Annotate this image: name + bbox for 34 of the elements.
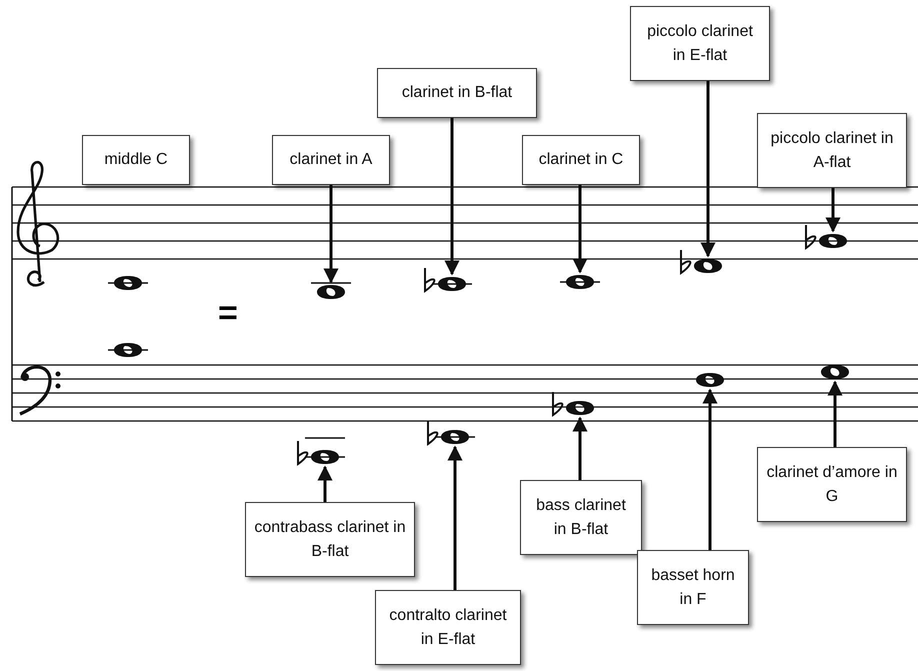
whole-note	[113, 275, 143, 291]
label-box: clarinet d’amore in G	[757, 447, 907, 522]
label-box: piccolo clarinet in E-flat	[630, 6, 770, 81]
whole-note	[693, 258, 723, 274]
whole-note	[565, 274, 595, 290]
arrow	[324, 185, 338, 284]
whole-note	[820, 364, 850, 380]
whole-note	[695, 372, 725, 388]
whole-note	[316, 284, 346, 300]
label-box: bass clarinet in B-flat	[520, 480, 642, 555]
whole-note	[310, 449, 340, 465]
arrow	[444, 118, 460, 276]
arrow	[448, 446, 462, 590]
label-box: clarinet in B-flat	[377, 68, 537, 118]
arrow	[572, 185, 588, 274]
label-box: clarinet in A	[272, 135, 390, 185]
whole-note	[437, 276, 467, 292]
label-box: contrabass clarinet in B-flat	[245, 502, 415, 577]
whole-note	[818, 233, 848, 249]
whole-note	[113, 342, 143, 358]
arrow	[702, 388, 718, 550]
label-box: contralto clarinet in E-flat	[375, 590, 521, 665]
label-box: piccolo clarinet in A-flat	[757, 113, 907, 188]
arrow	[828, 380, 842, 447]
label-box: basset horn in F	[637, 550, 749, 625]
equals-sign: =	[218, 296, 238, 330]
arrow	[318, 466, 332, 502]
arrow	[700, 81, 716, 258]
arrow	[826, 188, 840, 232]
whole-note	[440, 429, 470, 445]
label-box: clarinet in C	[522, 135, 640, 185]
whole-note	[565, 400, 595, 416]
label-box: middle C	[82, 135, 190, 185]
arrow	[572, 416, 588, 480]
